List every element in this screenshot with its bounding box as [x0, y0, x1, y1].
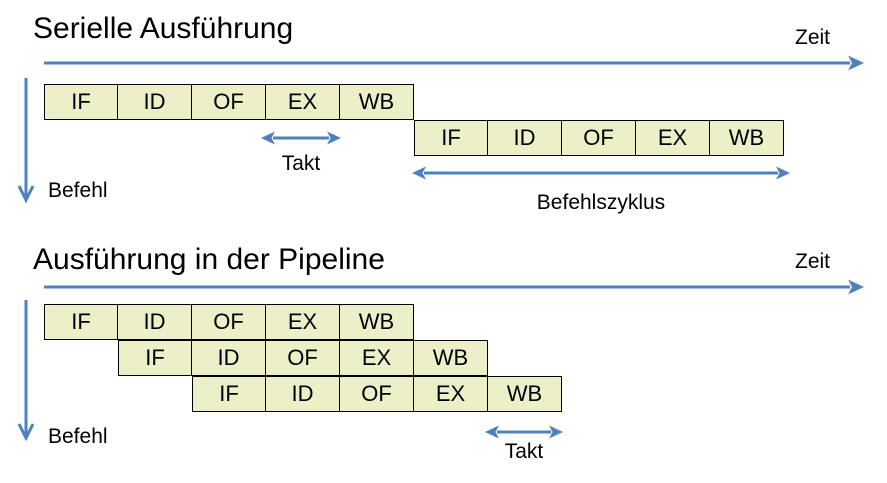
befehlszyklus-double-arrow-icon — [412, 166, 790, 180]
stage-cell-wb: WB — [340, 304, 414, 340]
stage-cell-id: ID — [488, 120, 562, 156]
stage-cell-if: IF — [192, 376, 266, 412]
stage-cell-ex: EX — [266, 84, 340, 120]
stage-cell-ex: EX — [266, 304, 340, 340]
stage-cell-if: IF — [44, 84, 118, 120]
stage-cell-ex: EX — [414, 376, 488, 412]
stage-cell-ex: EX — [636, 120, 710, 156]
pipeline-instruction-row-2: IF ID OF EX WB — [118, 340, 488, 376]
stage-cell-of: OF — [192, 84, 266, 120]
time-axis-arrow-icon — [44, 279, 864, 295]
befehlszyklus-label: Befehlszyklus — [536, 191, 666, 214]
instruction-axis-arrow-icon — [17, 78, 35, 204]
takt-double-arrow-icon — [485, 425, 563, 439]
pipeline-instruction-row-3: IF ID OF EX WB — [192, 376, 562, 412]
instruction-axis-label-pipeline: Befehl — [48, 425, 108, 448]
takt-label-pipeline: Takt — [504, 440, 544, 463]
pipeline-instruction-row-1: IF ID OF EX WB — [44, 304, 414, 340]
serial-instruction-row-1: IF ID OF EX WB — [44, 84, 414, 120]
stage-cell-of: OF — [340, 376, 414, 412]
stage-cell-wb: WB — [414, 340, 488, 376]
time-axis-label-pipeline: Zeit — [795, 250, 831, 273]
instruction-axis-arrow-icon — [17, 300, 35, 442]
section-title-pipeline: Ausführung in der Pipeline — [33, 243, 385, 276]
stage-cell-if: IF — [414, 120, 488, 156]
instruction-axis-label-serial: Befehl — [48, 179, 108, 202]
stage-cell-id: ID — [192, 340, 266, 376]
time-axis-label-serial: Zeit — [795, 26, 831, 49]
stage-cell-id: ID — [118, 304, 192, 340]
takt-label-serial: Takt — [281, 152, 321, 175]
serial-instruction-row-2: IF ID OF EX WB — [414, 120, 784, 156]
stage-cell-if: IF — [44, 304, 118, 340]
time-axis-arrow-icon — [44, 55, 864, 71]
section-title-serial: Serielle Ausführung — [33, 12, 294, 45]
stage-cell-wb: WB — [340, 84, 414, 120]
stage-cell-of: OF — [266, 340, 340, 376]
stage-cell-wb: WB — [488, 376, 562, 412]
stage-cell-if: IF — [118, 340, 192, 376]
stage-cell-wb: WB — [710, 120, 784, 156]
stage-cell-id: ID — [118, 84, 192, 120]
stage-cell-ex: EX — [340, 340, 414, 376]
stage-cell-of: OF — [562, 120, 636, 156]
takt-double-arrow-icon — [261, 131, 341, 145]
stage-cell-id: ID — [266, 376, 340, 412]
stage-cell-of: OF — [192, 304, 266, 340]
